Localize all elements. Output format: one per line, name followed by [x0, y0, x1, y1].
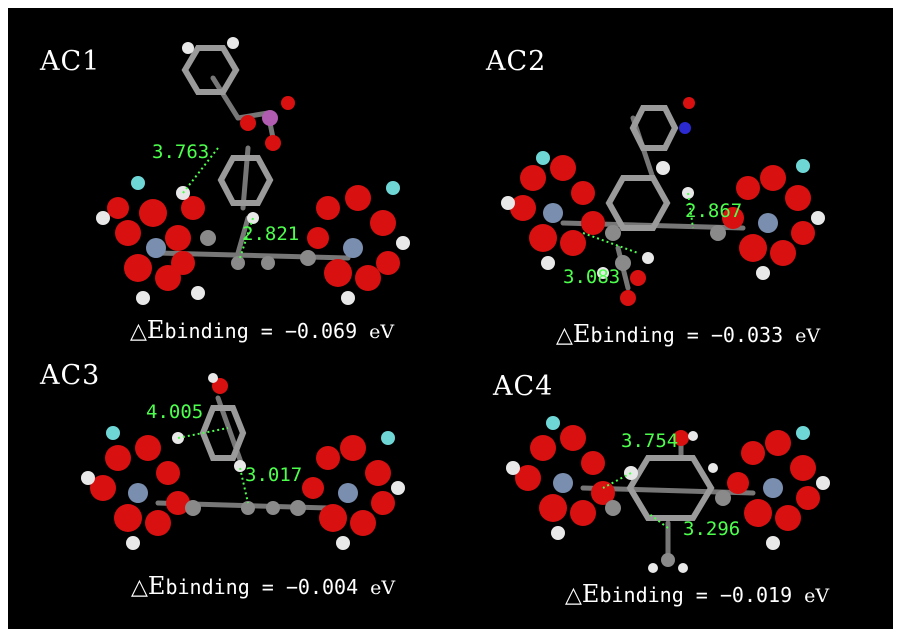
ac4-molecule-model: [506, 416, 830, 573]
binding-energy-label: △Ebinding = −0.004 eV: [131, 572, 396, 600]
ac3-molecule-model: [81, 373, 405, 550]
ac2-molecule-model: [501, 97, 825, 306]
binding-energy-label: △Ebinding = −0.069 eV: [130, 316, 395, 344]
ac1-molecule-model: [96, 37, 410, 305]
figure-canvas: AC1 3.763 2.821 △Ebinding = −0.069 eV: [8, 8, 893, 629]
binding-energy-label: △Ebinding = −0.019 eV: [565, 580, 830, 608]
binding-energy-label: △Ebinding = −0.033 eV: [556, 320, 821, 348]
distance-label: 2.867: [685, 200, 743, 222]
distance-label: 3.754: [621, 430, 679, 452]
distance-label: 3.296: [683, 518, 741, 540]
distance-label: 3.017: [245, 464, 303, 486]
panel-title: AC1: [40, 46, 101, 77]
distance-label: 2.821: [242, 223, 300, 245]
distance-label: 4.005: [146, 401, 204, 423]
panel-title: AC4: [493, 371, 554, 402]
panel-title: AC2: [486, 46, 547, 77]
panel-title: AC3: [40, 360, 101, 391]
distance-label: 3.083: [563, 266, 621, 288]
distance-label: 3.763: [152, 141, 210, 163]
